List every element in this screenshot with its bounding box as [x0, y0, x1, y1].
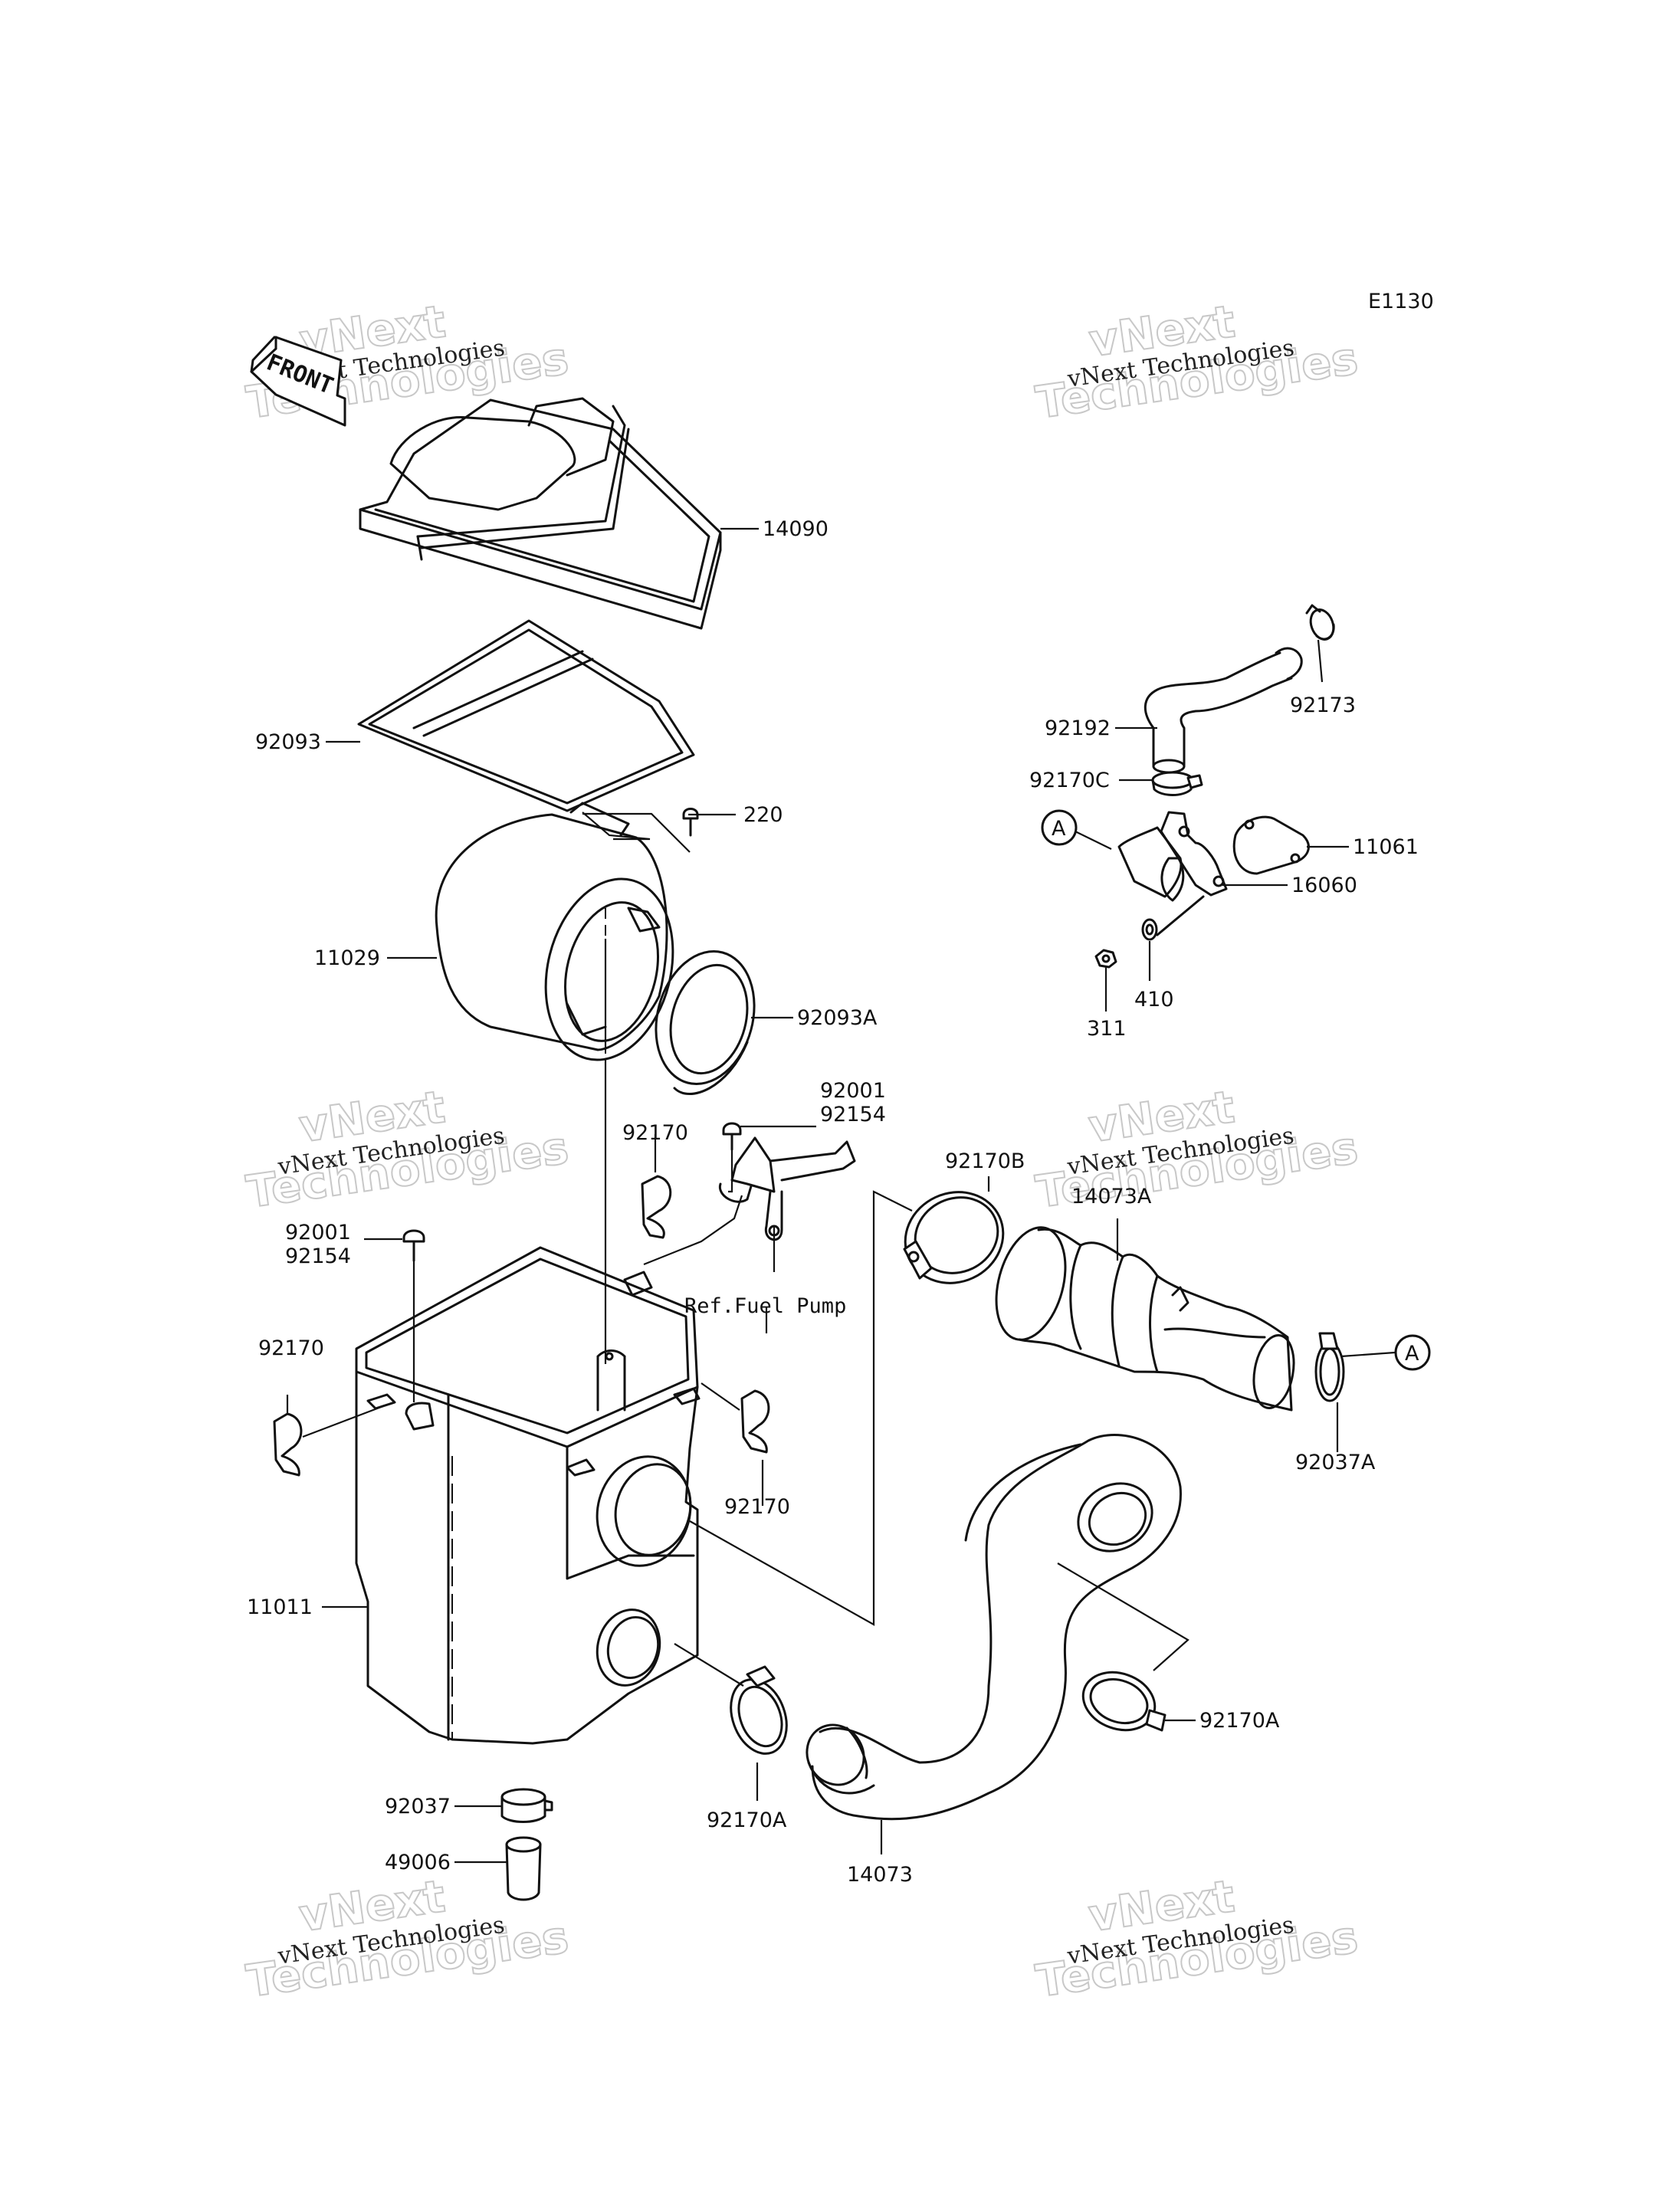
watermark-bottom-right: vNext Technologies vNext Technologies — [1032, 1869, 1361, 2008]
part-label-92192: 92192 — [1045, 716, 1111, 740]
gasket-11061 — [1232, 815, 1310, 875]
part-label-92173: 92173 — [1290, 694, 1356, 717]
clamp-92170A-left — [730, 1665, 788, 1755]
air-cleaner-housing — [355, 1246, 701, 1745]
part-label-92154-left: 92154 — [285, 1244, 351, 1268]
leader-lines — [286, 527, 1396, 1864]
air-filter-element — [435, 802, 674, 1061]
part-label-11011: 11011 — [247, 1595, 313, 1619]
clamp-92037A — [1314, 1332, 1345, 1402]
part-label-11029: 11029 — [314, 946, 380, 970]
clip-92170-top — [641, 1175, 672, 1239]
intake-boot-14073A — [995, 1226, 1295, 1412]
bolt-92001-top — [722, 1122, 742, 1151]
part-label-14073A: 14073A — [1071, 1185, 1152, 1208]
part-label-92170C: 92170C — [1029, 769, 1110, 792]
hose-92192 — [1144, 647, 1303, 774]
part-label-220: 220 — [743, 803, 783, 827]
gasket-92093 — [357, 619, 695, 812]
reference-note: Ref.Fuel Pump — [684, 1294, 846, 1318]
part-label-92037: 92037 — [385, 1795, 451, 1818]
part-labels: 14090 92093 220 11029 92093A 92001 92154… — [247, 517, 1419, 1887]
clamp-92170C — [1151, 771, 1203, 796]
part-label-92170A-left: 92170A — [707, 1808, 787, 1832]
part-label-92170-right: 92170 — [724, 1495, 790, 1519]
clamp-92170A-right — [1081, 1671, 1166, 1732]
clip-92170-left — [273, 1412, 303, 1477]
clip-92170-right — [740, 1389, 770, 1454]
clamp-92170B — [903, 1191, 1005, 1284]
part-label-92170-top: 92170 — [622, 1121, 688, 1145]
watermark-bottom-left: vNext Technologies vNext Technologies — [242, 1869, 572, 2008]
watermark-mid-left: vNext Technologies vNext Technologies — [242, 1080, 572, 1218]
bolt-220 — [682, 808, 699, 837]
part-label-92093A: 92093A — [797, 1006, 878, 1030]
part-label-14073: 14073 — [847, 1863, 913, 1887]
part-label-92037A: 92037A — [1295, 1451, 1376, 1474]
washer-410 — [1141, 918, 1158, 941]
svg-text:A: A — [1405, 1342, 1419, 1366]
fuel-pump-bracket — [718, 1136, 856, 1241]
drain-tube-49006 — [505, 1836, 542, 1901]
intake-duct-14073 — [806, 1434, 1182, 1821]
part-label-49006: 49006 — [385, 1851, 451, 1874]
clip-92173 — [1305, 604, 1335, 641]
diagram-code: E1130 — [1368, 290, 1434, 313]
callout-a-right: A — [1394, 1334, 1431, 1371]
bolt-92001-left — [402, 1229, 425, 1262]
part-label-92170A-right: 92170A — [1199, 1709, 1280, 1733]
part-label-11061: 11061 — [1353, 835, 1419, 859]
front-arrow-icon: FRONT — [250, 336, 346, 427]
callout-a-top: A — [1041, 809, 1078, 846]
nut-311 — [1094, 949, 1117, 969]
watermark-top-right: vNext Technologies vNext Technologies — [1032, 294, 1361, 429]
part-label-92170-left: 92170 — [258, 1336, 324, 1360]
part-label-410: 410 — [1134, 988, 1174, 1012]
seal-ring-92093A — [655, 949, 756, 1095]
svg-text:A: A — [1052, 817, 1066, 841]
fitting-16060 — [1117, 811, 1228, 936]
part-label-16060: 16060 — [1291, 874, 1357, 897]
part-label-92170B: 92170B — [945, 1149, 1025, 1173]
part-label-92093: 92093 — [255, 730, 321, 754]
part-label-14090: 14090 — [763, 517, 829, 541]
clamp-92037 — [500, 1788, 553, 1823]
part-label-311: 311 — [1087, 1017, 1127, 1041]
part-label-92154-top: 92154 — [820, 1103, 886, 1126]
part-label-92001-left: 92001 — [285, 1221, 351, 1244]
air-cleaner-cover — [359, 397, 722, 630]
part-label-92001-top: 92001 — [820, 1079, 886, 1103]
